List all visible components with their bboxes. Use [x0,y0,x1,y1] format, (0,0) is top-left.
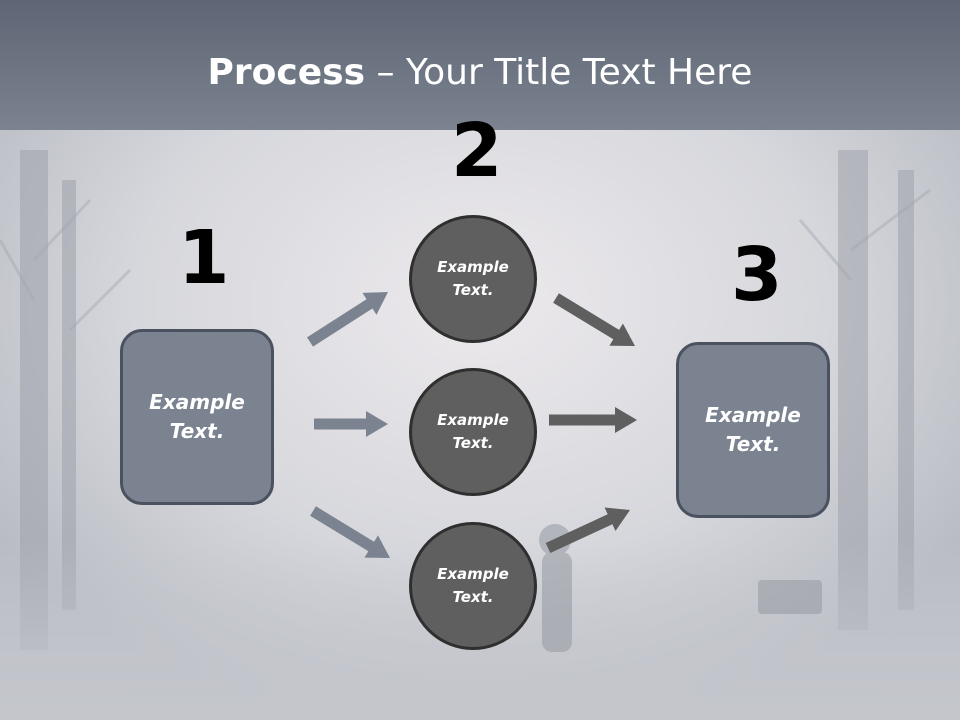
title-bold: Process [207,52,366,93]
title-rest: – Your Title Text Here [365,52,753,93]
step-number-2: 2 [451,108,503,194]
title-bar [0,0,960,130]
arrow-in-bottom [310,506,390,558]
arrow-out-bottom [545,507,630,553]
left-box: Example Text. [120,329,274,505]
circle-bottom: Example Text. [409,522,537,650]
step-number-1: 1 [178,215,230,301]
circle-top: Example Text. [409,215,537,343]
arrow-out-middle [549,407,637,433]
right-box: Example Text. [676,342,830,518]
arrow-out-top [553,293,635,346]
circle-middle: Example Text. [409,368,537,496]
slide-title: Process – Your Title Text Here [0,52,960,93]
arrow-in-top [307,292,388,347]
arrow-in-middle [314,411,388,437]
step-number-3: 3 [731,232,783,318]
